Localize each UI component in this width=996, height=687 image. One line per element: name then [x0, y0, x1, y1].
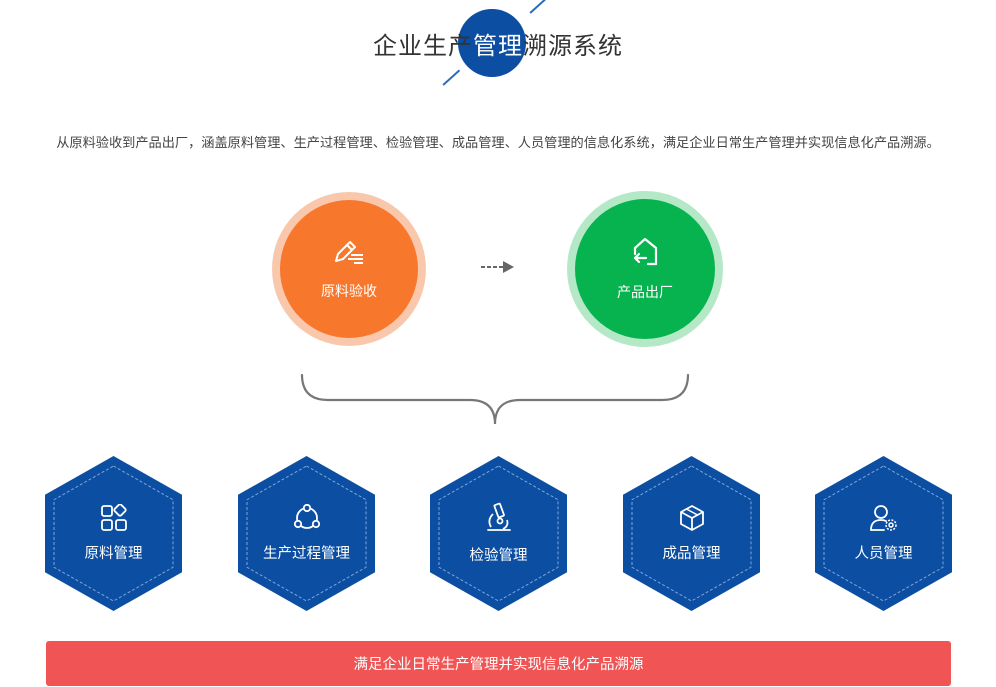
module-label: 人员管理: [854, 546, 913, 562]
decorative-slash: [442, 69, 460, 86]
module-production-process: 生产过程管理: [238, 456, 375, 611]
user-gear-icon: [869, 504, 899, 536]
flow-end-label: 产品出厂: [617, 285, 673, 301]
dashed-arrow-icon: [481, 261, 514, 273]
box-cube-icon: [678, 504, 706, 536]
pen-edit-icon: [331, 237, 367, 271]
module-personnel: 人员管理: [815, 456, 952, 611]
flow-start-label: 原料验收: [321, 284, 377, 300]
module-inspection: 检验管理: [430, 456, 567, 611]
module-finished-goods: 成品管理: [623, 456, 760, 611]
grid-apps-icon: [100, 503, 128, 536]
flow-start-node: 原料验收: [280, 200, 418, 338]
summary-text: 满足企业日常生产管理并实现信息化产品溯源: [353, 657, 644, 673]
page-title: 企业生产管理溯源系统: [373, 32, 623, 60]
flow-end-node: 产品出厂: [575, 199, 715, 339]
summary-banner: 满足企业日常生产管理并实现信息化产品溯源: [46, 641, 951, 686]
page-description: 从原料验收到产品出厂，涵盖原料管理、生产过程管理、检验管理、成品管理、人员管理的…: [56, 136, 940, 151]
curly-brace: [300, 373, 690, 425]
module-label: 生产过程管理: [263, 546, 350, 562]
exit-house-icon: [628, 236, 662, 272]
section-header: 企业生产管理溯源系统: [0, 0, 996, 95]
microscope-icon: [485, 502, 513, 538]
cycle-nodes-icon: [292, 503, 322, 536]
module-label: 检验管理: [469, 548, 528, 564]
title-circle: [458, 9, 526, 77]
module-raw-material: 原料管理: [45, 456, 182, 611]
module-label: 成品管理: [662, 546, 721, 562]
decorative-slash: [529, 0, 549, 14]
module-label: 原料管理: [84, 546, 143, 562]
